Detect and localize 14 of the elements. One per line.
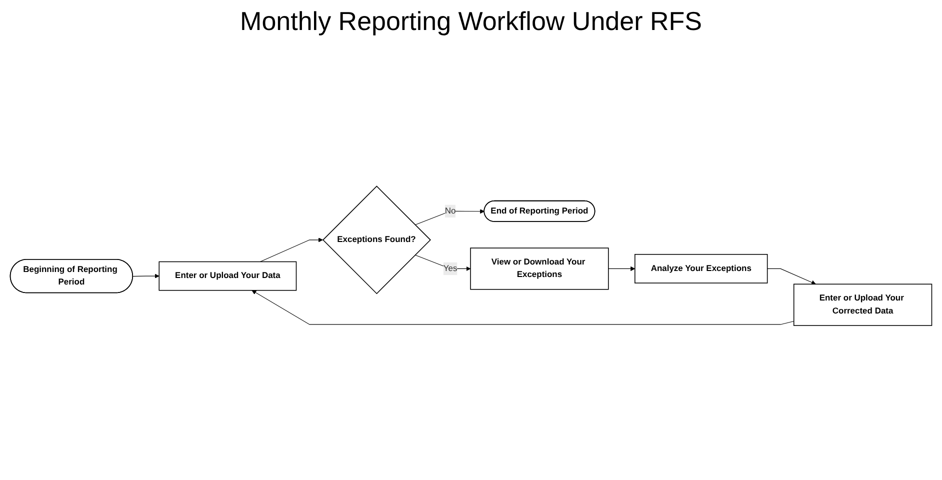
node-box: Analyze Your Exceptions [634, 254, 768, 284]
arrow [767, 268, 816, 285]
node-box: View or Download Your Exceptions [470, 248, 609, 290]
edge-label: Yes [443, 264, 458, 274]
arrow [260, 238, 323, 262]
arrow [608, 266, 636, 272]
node-diamond: Exceptions Found? [322, 186, 431, 294]
diagram-title: Monthly Reporting Workflow Under RFS [239, 6, 703, 37]
edge-label: No [444, 206, 456, 216]
node-box: Enter or Upload Your Data [158, 261, 297, 291]
arrow [252, 290, 794, 325]
arrow [132, 274, 160, 278]
arrow [414, 209, 485, 226]
node-box: Enter or Upload Your Corrected Data [793, 284, 932, 326]
